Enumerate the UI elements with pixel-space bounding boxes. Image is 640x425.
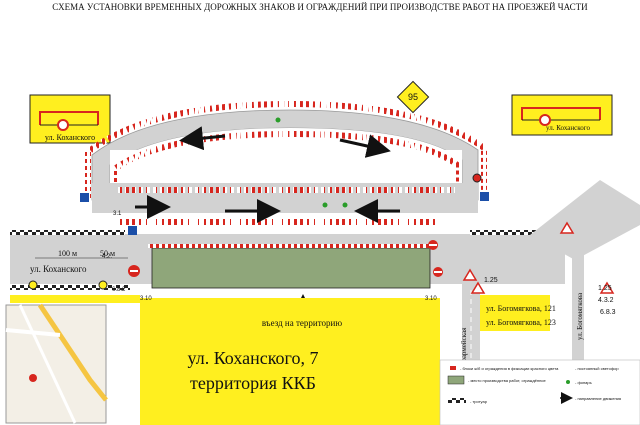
sign-code: 4.2. bbox=[102, 254, 112, 260]
barrier-outer-arc bbox=[85, 100, 487, 198]
arrow-left-top bbox=[179, 126, 226, 151]
direction-sign-icon bbox=[128, 226, 137, 235]
legend: - блоки ж/б и ограждения в фиксации крас… bbox=[439, 359, 640, 425]
sign-code: 6.8.3 bbox=[600, 309, 616, 316]
location-map-inset bbox=[5, 303, 108, 424]
svg-text:ул. Богомягкова, 121: ул. Богомягкова, 121 bbox=[486, 304, 556, 313]
sign-code: 1.25 bbox=[598, 285, 612, 292]
legend-item: - фонарь bbox=[575, 380, 592, 385]
no-entry-sign-icon bbox=[433, 267, 443, 277]
arrow-right-top bbox=[339, 134, 391, 158]
legend-item: - место производства работ, ограждённое bbox=[468, 378, 547, 383]
sidewalk-bottom bbox=[10, 285, 130, 290]
street-kraso: ул. Красноармейская bbox=[460, 327, 468, 390]
no-entry-sign-icon bbox=[128, 265, 140, 277]
lamp-icon bbox=[342, 202, 348, 208]
direction-sign-icon bbox=[480, 192, 489, 201]
lamp-icon bbox=[322, 202, 328, 208]
sign-code: 3.10 bbox=[425, 296, 437, 302]
roadworks-warning-icon bbox=[599, 281, 615, 294]
sign-code: 3.1 bbox=[113, 211, 122, 217]
svg-text:95: 95 bbox=[408, 92, 418, 102]
left-detour-plate: ул. Коханского bbox=[29, 94, 111, 144]
dist-100: 100 м bbox=[58, 249, 77, 258]
street-bogo: ул. Богомягкова bbox=[576, 292, 584, 340]
legend-item: - тротуар bbox=[470, 399, 488, 404]
left-plate-street: ул. Коханского bbox=[45, 133, 95, 142]
traffic-light-icon bbox=[472, 173, 482, 183]
direction-sign-icon bbox=[80, 193, 89, 202]
sign-code: 4.3.2 bbox=[598, 297, 614, 304]
right-plate-street: ул. Коханского bbox=[546, 124, 590, 132]
diagonal-road bbox=[530, 180, 640, 260]
lamp-icon bbox=[275, 117, 281, 123]
work-zone bbox=[151, 247, 431, 289]
route-diamond-sign: 95 bbox=[396, 80, 430, 114]
site-address: ул. Коханского, 7 bbox=[188, 348, 319, 368]
roadworks-warning-icon bbox=[559, 221, 575, 234]
work-zone-barrier bbox=[148, 244, 434, 248]
speed-sign-icon bbox=[28, 280, 38, 290]
right-detour-plate: ул. Коханского bbox=[511, 94, 613, 136]
map-pin-icon bbox=[29, 374, 37, 382]
sign-code: 3.10 bbox=[140, 296, 152, 302]
site-name: территория ККБ bbox=[190, 373, 316, 393]
svg-text:ул. Богомягкова, 123: ул. Богомягкова, 123 bbox=[486, 318, 556, 327]
diagram-title: СХЕМА УСТАНОВКИ ВРЕМЕННЫХ ДОРОЖНЫХ ЗНАКО… bbox=[52, 2, 588, 12]
roadworks-warning-icon bbox=[470, 281, 486, 294]
legend-item: - постоянный светофор bbox=[575, 366, 619, 371]
sidewalk-top-right bbox=[470, 230, 550, 235]
street-label-left: ул. Коханского bbox=[30, 264, 87, 274]
detour-loop bbox=[91, 109, 479, 213]
site-block: въезд на территорию ул. Коханского, 7 те… bbox=[140, 298, 440, 425]
no-entry-sign-icon bbox=[428, 240, 438, 250]
legend-item: - блоки ж/б и ограждения в фиксации крас… bbox=[460, 366, 559, 371]
sign-code: 1.25 bbox=[484, 277, 498, 284]
entrance-label: въезд на территорию bbox=[262, 318, 342, 328]
sign-code: 6.8.2 bbox=[112, 287, 126, 293]
dist-50: 50 м bbox=[100, 249, 115, 258]
address-block: ул. Богомягкова, 121 ул. Богомягкова, 12… bbox=[480, 295, 556, 331]
speed-sign-icon bbox=[98, 280, 108, 290]
roadworks-warning-icon bbox=[462, 268, 478, 281]
legend-item: - направление движения bbox=[575, 396, 621, 401]
bogo-road bbox=[572, 240, 584, 370]
yellow-band-left bbox=[10, 295, 140, 303]
sidewalk-top-left bbox=[10, 230, 125, 235]
